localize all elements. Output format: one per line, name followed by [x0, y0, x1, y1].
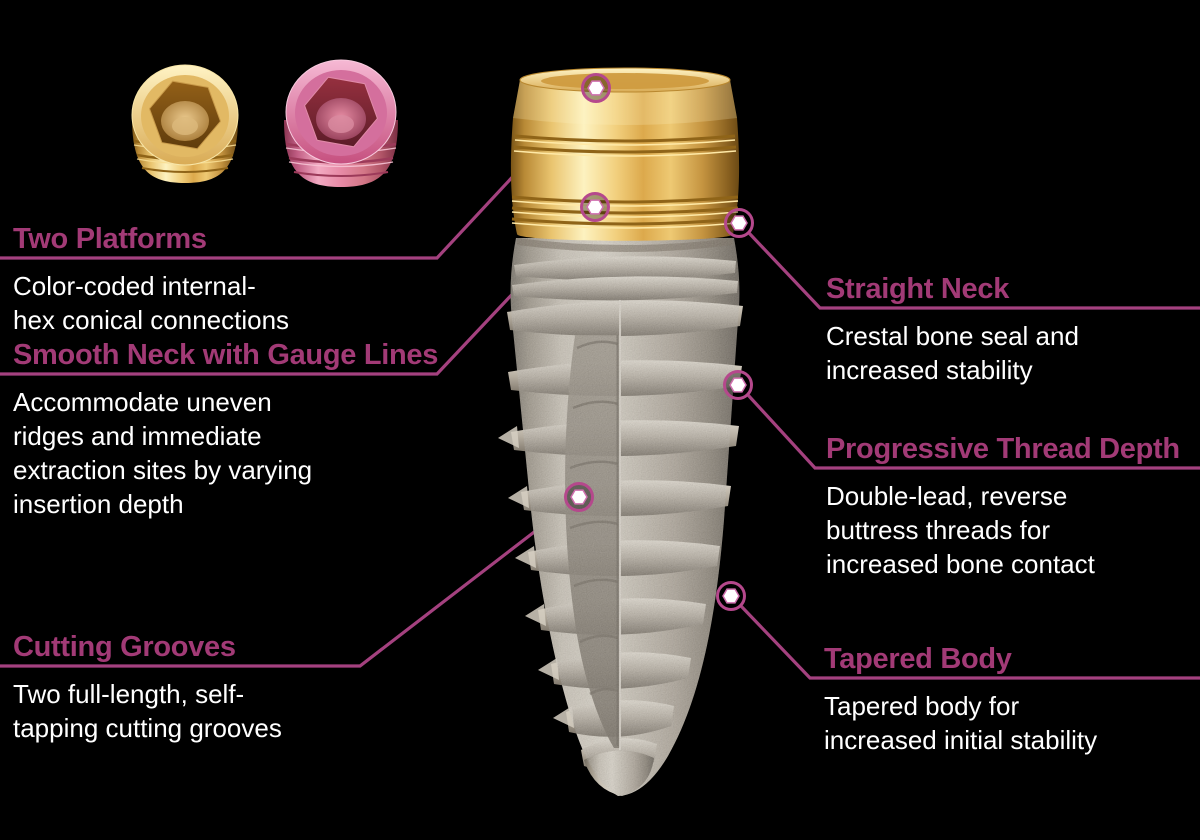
- callout-title: Smooth Neck with Gauge Lines: [13, 339, 439, 371]
- callout-title: Tapered Body: [824, 643, 1012, 675]
- callout-title: Progressive Thread Depth: [826, 433, 1180, 465]
- callout-line-tapered-body: [739, 604, 1200, 680]
- platform-gold: [131, 64, 239, 183]
- marker-progressive-thread-depth: [723, 370, 753, 400]
- callout-progressive-thread-depth: Progressive Thread Depth Double-lead, re…: [826, 432, 1200, 581]
- callout-body: Double-lead, reverse buttress threads fo…: [826, 481, 1095, 579]
- callout-tapered-body: Tapered Body Tapered body for increased …: [824, 642, 1200, 757]
- callout-cutting-grooves: Cutting Grooves Two full-length, self- t…: [13, 630, 533, 745]
- callout-body: Tapered body for increased initial stabi…: [824, 691, 1098, 755]
- callout-smooth-neck: Smooth Neck with Gauge Lines Accommodate…: [13, 338, 533, 521]
- callout-title: Cutting Grooves: [13, 631, 236, 663]
- marker-cutting-grooves: [564, 482, 594, 512]
- callout-body: Accommodate uneven ridges and immediate …: [13, 387, 313, 519]
- callout-title: Two Platforms: [13, 223, 207, 255]
- marker-two-platforms: [581, 73, 611, 103]
- callout-two-platforms: Two Platforms Color-coded internal- hex …: [13, 222, 533, 337]
- callout-body: Crestal bone seal and increased stabilit…: [826, 321, 1079, 385]
- callout-title: Straight Neck: [826, 273, 1010, 305]
- platform-pink: [284, 59, 398, 187]
- marker-tapered-body: [716, 581, 746, 611]
- feature-markers: [564, 73, 754, 611]
- callout-line-cutting-grooves: [0, 504, 569, 668]
- marker-straight-neck: [724, 208, 754, 238]
- gauge-lines: [511, 134, 739, 229]
- callout-line-progressive-thread-depth: [746, 393, 1200, 470]
- marker-smooth-neck: [580, 192, 610, 222]
- callout-body: Two full-length, self- tapping cutting g…: [13, 679, 282, 743]
- callout-straight-neck: Straight Neck Crestal bone seal and incr…: [826, 272, 1200, 387]
- implant-collar: [510, 67, 740, 241]
- callout-line-straight-neck: [747, 231, 1200, 310]
- callout-body: Color-coded internal- hex conical connec…: [13, 271, 290, 335]
